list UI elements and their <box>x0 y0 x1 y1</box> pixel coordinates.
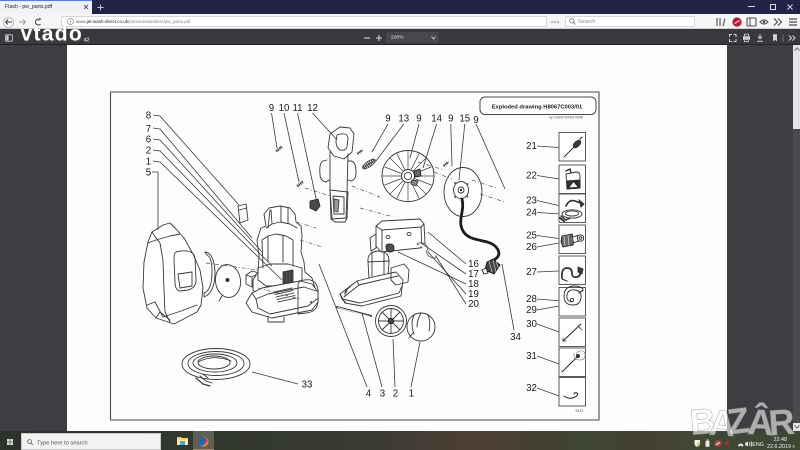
svg-text:28: 28 <box>526 294 537 305</box>
svg-text:2: 2 <box>393 389 398 400</box>
svg-text:Exploded drawing H8067C003/01: Exploded drawing H8067C003/01 <box>492 105 583 111</box>
svg-text:11: 11 <box>292 103 302 114</box>
svg-text:4: 4 <box>366 389 372 400</box>
svg-text:24: 24 <box>526 208 537 219</box>
svg-text:22: 22 <box>526 171 537 182</box>
svg-text:16: 16 <box>468 259 479 270</box>
svg-text:9: 9 <box>473 115 478 126</box>
svg-text:9: 9 <box>269 103 274 114</box>
svg-text:17: 17 <box>468 269 479 280</box>
svg-text:42: 42 <box>84 38 90 44</box>
svg-text:3: 3 <box>380 389 385 400</box>
svg-text:vtado: vtado <box>21 23 84 46</box>
svg-text:5: 5 <box>146 168 151 179</box>
svg-text:25: 25 <box>526 231 537 242</box>
svg-text:9: 9 <box>416 114 421 125</box>
svg-text:29: 29 <box>526 305 537 316</box>
svg-text:30: 30 <box>526 319 537 330</box>
svg-text:34: 34 <box>510 332 521 343</box>
svg-text:1: 1 <box>146 157 151 168</box>
svg-text:32: 32 <box>526 383 537 394</box>
svg-text:by LASER WASH 04/98: by LASER WASH 04/98 <box>549 116 583 120</box>
svg-text:19: 19 <box>468 289 479 300</box>
svg-text:27: 27 <box>526 267 537 278</box>
svg-text:33: 33 <box>302 380 313 391</box>
svg-text:9: 9 <box>385 114 390 125</box>
svg-text:8: 8 <box>146 111 151 122</box>
svg-text:12: 12 <box>307 103 318 114</box>
svg-text:B: B <box>688 400 717 441</box>
svg-text:A: A <box>708 402 737 441</box>
svg-text:31: 31 <box>526 351 537 362</box>
svg-text:15: 15 <box>459 114 470 125</box>
svg-text:2: 2 <box>146 146 151 157</box>
svg-text:R: R <box>767 401 796 441</box>
svg-text:26: 26 <box>526 242 537 253</box>
svg-text:13: 13 <box>398 114 409 125</box>
svg-text:Â: Â <box>747 400 775 441</box>
svg-text:6: 6 <box>146 135 151 146</box>
svg-text:1: 1 <box>409 389 414 400</box>
svg-text:20: 20 <box>468 299 479 310</box>
svg-text:vtado: vtado <box>21 24 84 47</box>
svg-text:21: 21 <box>526 141 537 152</box>
svg-text:14: 14 <box>431 114 442 125</box>
svg-text:9: 9 <box>448 114 453 125</box>
svg-text:7: 7 <box>146 124 151 135</box>
svg-text:18: 18 <box>468 279 479 290</box>
svg-text:9433: 9433 <box>575 409 583 413</box>
svg-text:10: 10 <box>279 103 290 114</box>
svg-text:23: 23 <box>526 196 537 207</box>
svg-text:Z: Z <box>725 399 752 441</box>
